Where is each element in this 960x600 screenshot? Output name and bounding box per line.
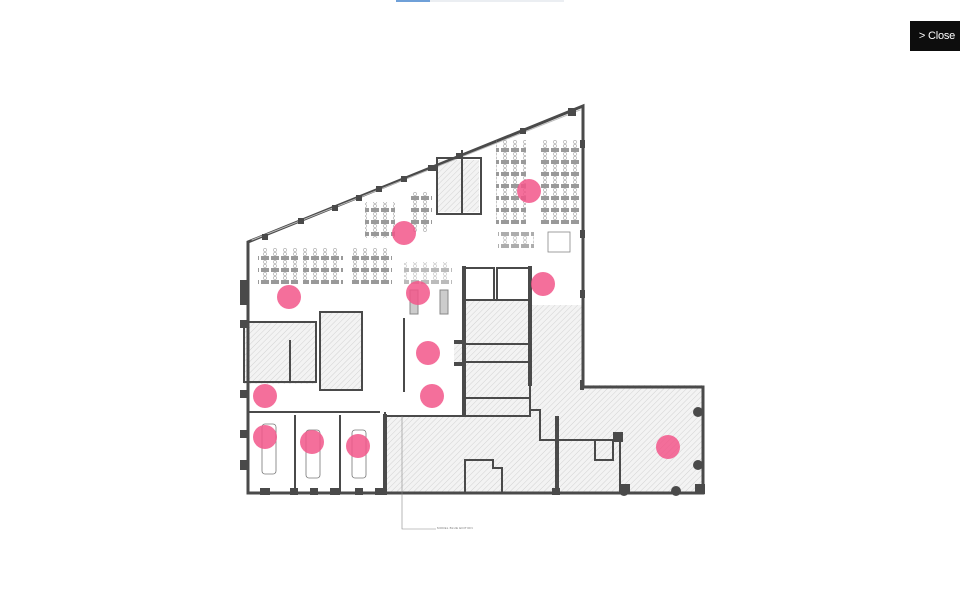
window-piers	[262, 108, 585, 298]
map-hotspot-marker[interactable]	[346, 434, 370, 458]
desk-clusters	[258, 140, 579, 284]
map-hotspot-marker[interactable]	[531, 272, 555, 296]
map-hotspot-marker[interactable]	[253, 425, 277, 449]
map-hotspot-marker[interactable]	[406, 281, 430, 305]
map-hotspot-marker[interactable]	[416, 341, 440, 365]
close-button[interactable]: > Close	[910, 21, 960, 51]
top-progress-bar	[396, 0, 564, 2]
map-hotspot-marker[interactable]	[300, 430, 324, 454]
map-hotspot-marker[interactable]	[253, 384, 277, 408]
map-hotspot-marker[interactable]	[277, 285, 301, 309]
map-hotspot-marker[interactable]	[392, 221, 416, 245]
top-progress-fill	[396, 0, 430, 2]
wall-chunks	[383, 266, 623, 494]
dimension-line	[401, 416, 436, 530]
map-hotspot-marker[interactable]	[656, 435, 680, 459]
map-hotspot-marker[interactable]	[517, 179, 541, 203]
annotation-label: MODEL BLUE EDITION	[437, 526, 473, 530]
map-hotspot-marker[interactable]	[420, 384, 444, 408]
